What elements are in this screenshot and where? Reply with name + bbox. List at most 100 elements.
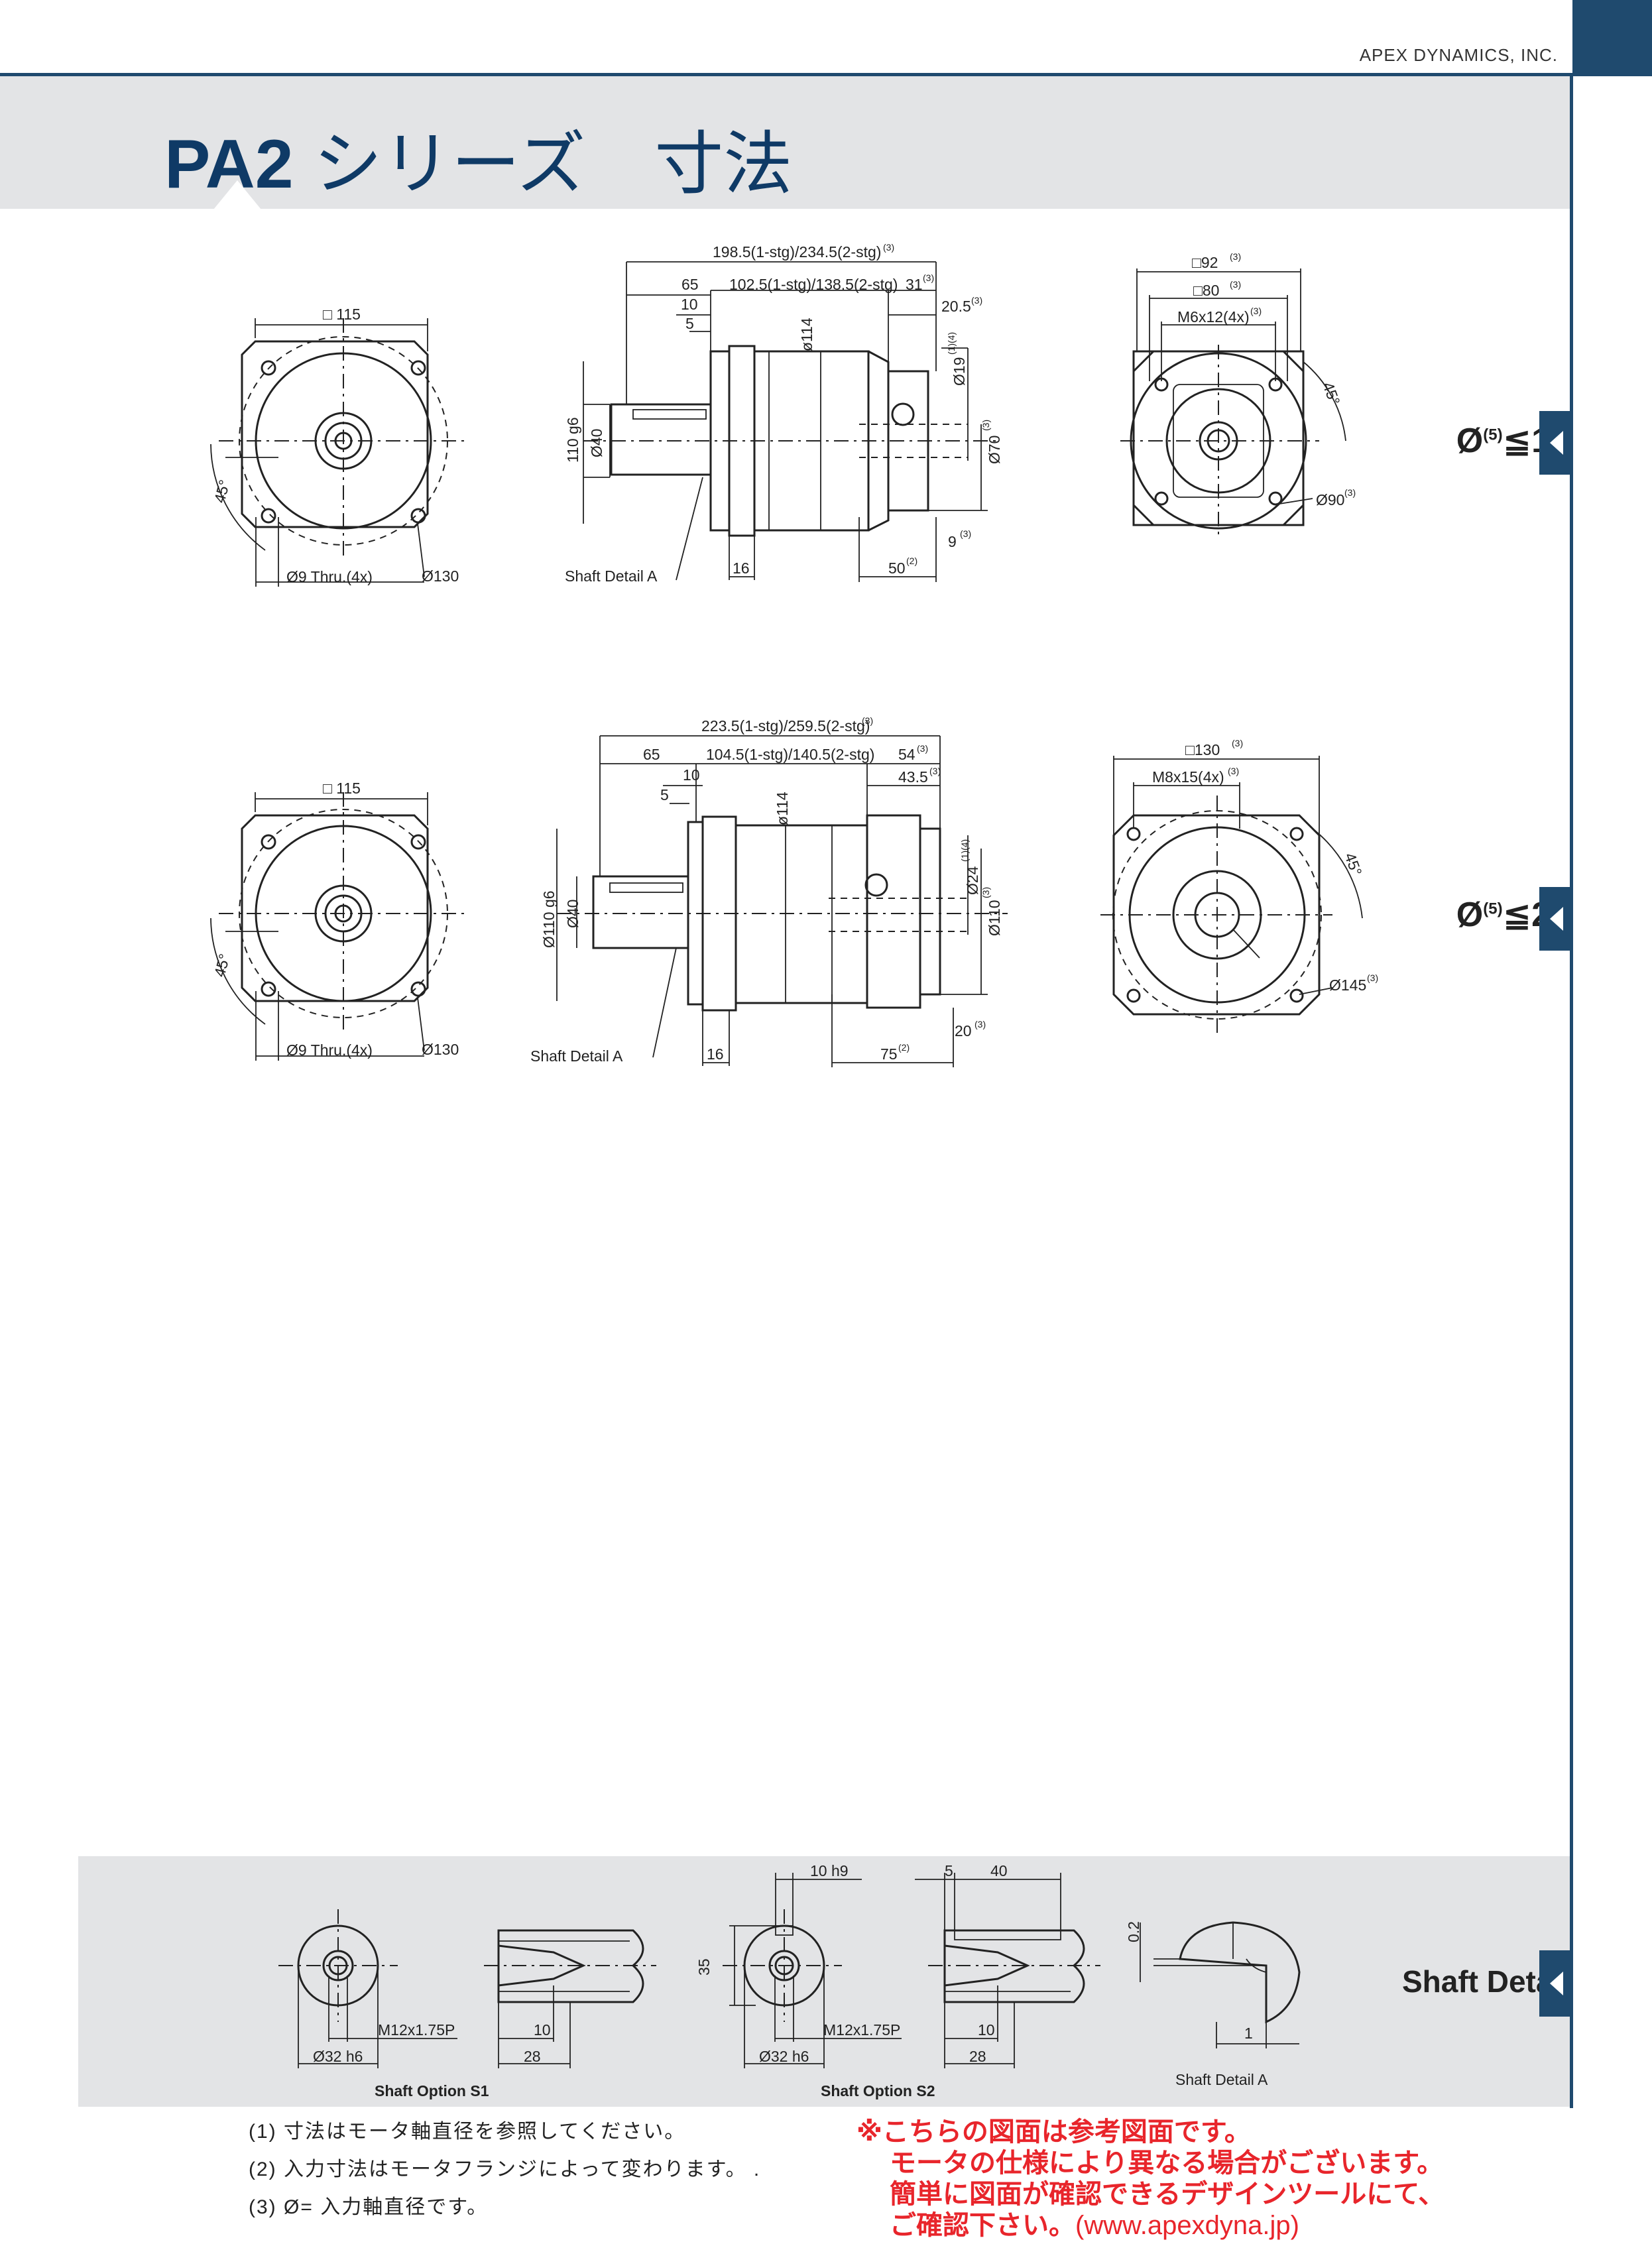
r2s-16: 16 [707, 1045, 724, 1063]
s1-28: 28 [524, 2048, 541, 2065]
shaft-detail-a-labels: 0.2 1 Shaft Detail A [1125, 1921, 1268, 2088]
s2-10: 10 [978, 2021, 995, 2038]
notice-line-4: ご確認下さい。(www.apexdyna.jp) [890, 2211, 1299, 2240]
r2r-angle: 45° [1341, 851, 1365, 878]
notice-line-2: モータの仕様により異なる場合がございます。 [890, 2149, 1444, 2178]
row1-side-view [583, 261, 1001, 582]
s2-5: 5 [945, 1862, 953, 1879]
series-name: PA2 [164, 126, 294, 203]
s1-10: 10 [534, 2021, 551, 2038]
r2s-54: 54 [898, 746, 915, 763]
header-corner-block [1572, 0, 1652, 76]
svg-text:(1)(4): (1)(4) [946, 332, 957, 355]
r1r-sq92: □92 [1192, 254, 1218, 271]
r1f-square: □ 115 [323, 306, 361, 323]
r2s-110: Ø110 g6 [540, 890, 558, 948]
row2-tab-arrow-icon[interactable] [1539, 887, 1572, 951]
r2r-pcd: Ø145 [1329, 976, 1366, 994]
r2s-75: 75 [880, 1045, 898, 1063]
s2-35: 35 [695, 1958, 713, 1976]
row2-rear-view [1100, 756, 1363, 1034]
svg-text:(3): (3) [1344, 487, 1356, 498]
shaft-s2-section [915, 1873, 1100, 2068]
r2s-dia40: Ø40 [564, 900, 581, 928]
s1-thread: M12x1.75P [378, 2021, 455, 2038]
svg-text:(2): (2) [898, 1042, 910, 1053]
s2-dia: Ø32 h6 [759, 2048, 809, 2065]
header-rule [0, 73, 1572, 76]
s1-dia: Ø32 h6 [313, 2048, 363, 2065]
r2f-angle: 45° [211, 952, 233, 978]
a-caption: Shaft Detail A [1175, 2071, 1268, 2088]
s2-28: 28 [969, 2048, 986, 2065]
r1s-65: 65 [681, 276, 699, 293]
a-02: 0.2 [1125, 1921, 1142, 1942]
title-band [0, 76, 1570, 209]
row2-side-labels: 223.5(1-stg)/259.5(2-stg) (3) 65 104.5(1… [530, 715, 1003, 1065]
shaft-s1-end-view [278, 1909, 457, 2068]
svg-text:(3): (3) [1250, 306, 1262, 316]
r1f-holes: Ø9 Thru.(4x) [286, 568, 373, 585]
note-1: (1) 寸法はモータ軸直径を参照してください。 [249, 2121, 686, 2143]
svg-text:(3): (3) [1232, 738, 1243, 748]
note-2: (2) 入力寸法はモータフランジによって変わります。 . [249, 2158, 761, 2180]
r1s-dia114: ø114 [798, 318, 815, 351]
shaft-s1-section [484, 1929, 656, 2068]
shaft-s2-labels: 10 h9 35 M12x1.75P Ø32 h6 10 28 5 40 Sha… [695, 1862, 1008, 2099]
row2-side-view [556, 735, 1008, 1067]
r2s-65: 65 [643, 746, 660, 763]
svg-text:(3): (3) [929, 766, 941, 776]
svg-text:(3): (3) [862, 715, 873, 726]
r1s-16: 16 [733, 560, 750, 577]
shaft-s1-labels: M12x1.75P Ø32 h6 10 28 Shaft Option S1 [313, 2021, 551, 2099]
r1f-angle: 45° [211, 478, 233, 504]
r1r-sq80: □80 [1193, 282, 1219, 299]
r2r-tap: M8x15(4x) [1152, 768, 1224, 786]
svg-text:(3): (3) [917, 743, 928, 754]
notice-line-1: ※こちらの図面は参考図面です。 [856, 2117, 1251, 2147]
notice-url[interactable]: (www.apexdyna.jp) [1075, 2211, 1299, 2240]
note-3: (3) Ø= 入力軸直径です。 [249, 2196, 489, 2218]
r1s-10: 10 [681, 296, 698, 313]
a-1: 1 [1244, 2025, 1253, 2042]
s2-40: 40 [990, 1862, 1008, 1879]
s2-thread: M12x1.75P [823, 2021, 900, 2038]
row2-front-view [210, 792, 467, 1061]
row1-tab-arrow-icon[interactable] [1539, 411, 1572, 475]
s2-caption: Shaft Option S2 [821, 2082, 935, 2099]
r1s-31: 31 [906, 276, 923, 293]
svg-text:(3): (3) [971, 295, 982, 306]
r1s-total: 198.5(1-stg)/234.5(2-stg) [713, 243, 881, 261]
r2f-square: □ 115 [323, 780, 361, 797]
r1s-110: 110 g6 [564, 417, 581, 463]
r2s-dia114: ø114 [774, 792, 791, 825]
right-edge-rule [1570, 76, 1573, 2108]
svg-text:(3): (3) [1230, 279, 1241, 290]
svg-text:(3): (3) [923, 272, 934, 283]
row1-side-labels: 198.5(1-stg)/234.5(2-stg) (3) 65 102.5(1… [564, 242, 1003, 585]
r1r-tap: M6x12(4x) [1177, 308, 1250, 325]
svg-text:(3): (3) [1228, 766, 1239, 776]
r2s-20: 20 [955, 1022, 972, 1039]
r2s-10: 10 [683, 766, 700, 784]
row2-front-labels: □ 115 Ø9 Thru.(4x) Ø130 45° [211, 780, 459, 1059]
company-name: APEX DYNAMICS, INC. [1359, 45, 1558, 65]
title-notch [213, 180, 261, 209]
svg-text:(3): (3) [974, 1019, 986, 1030]
r1s-dia19: Ø19 [951, 357, 968, 386]
r1r-angle: 45° [1319, 380, 1343, 408]
r1s-dia40: Ø40 [588, 429, 605, 457]
svg-text:(1)(4): (1)(4) [959, 839, 970, 862]
r2s-43-5: 43.5 [898, 768, 928, 786]
svg-text:(3): (3) [883, 242, 894, 253]
shaft-s2-end-view [723, 1873, 902, 2068]
r1s-20-5: 20.5 [941, 298, 971, 315]
r1r-pcd: Ø90 [1316, 491, 1344, 508]
row1-rear-view [1120, 268, 1346, 537]
svg-text:(3): (3) [960, 528, 971, 539]
notice-line-3: 簡単に図面が確認できるデザインツールにて、 [890, 2180, 1445, 2209]
shaft-tab-arrow-icon[interactable] [1539, 1950, 1572, 2017]
r1s-50: 50 [888, 560, 906, 577]
